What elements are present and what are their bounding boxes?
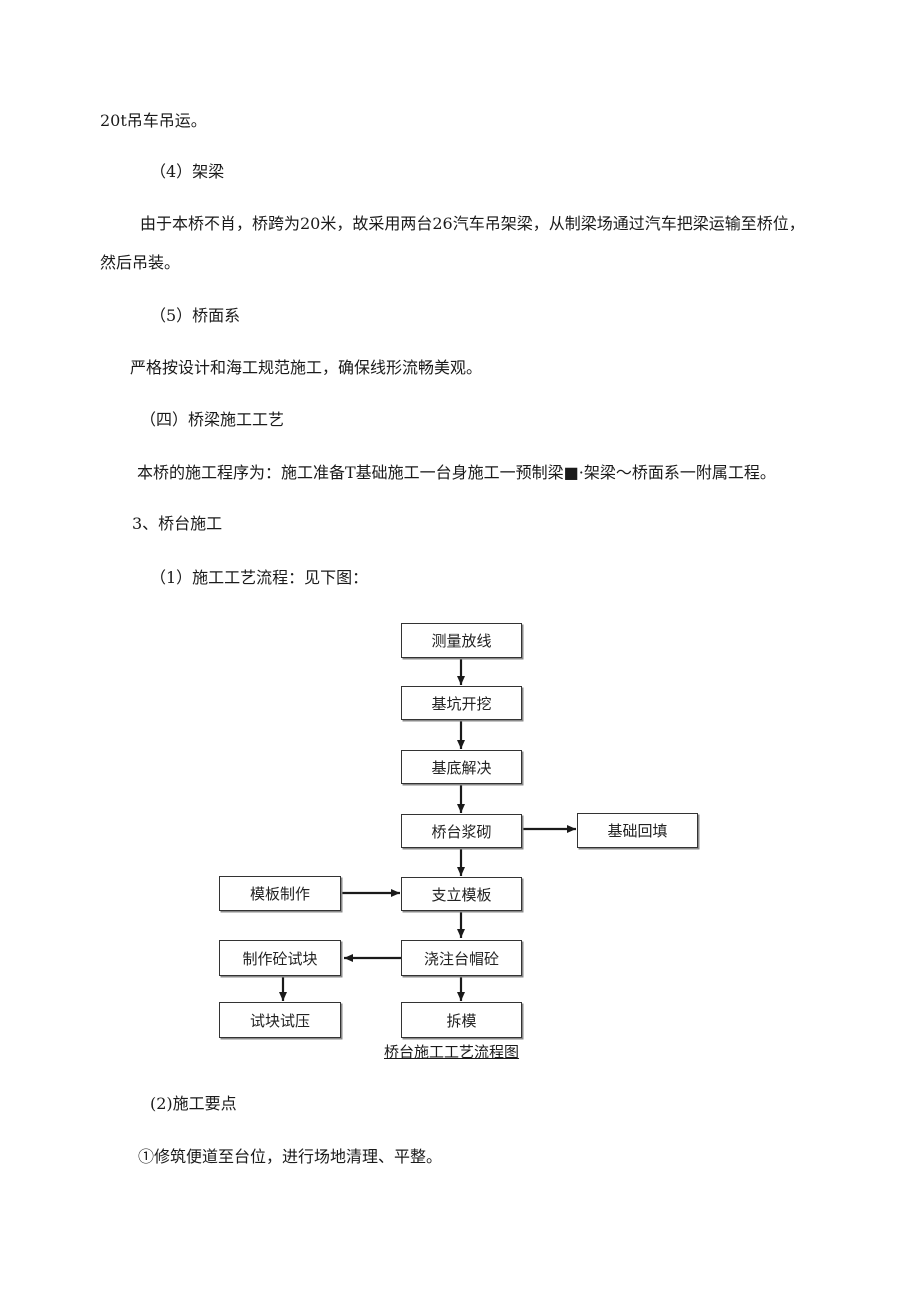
flow-step-specimen-test: 试块试压 (219, 1002, 341, 1038)
heading-flow-process: （1）施工工艺流程：见下图： (150, 568, 369, 587)
heading-bridge-process: （四）桥梁施工工艺 (140, 410, 285, 429)
paragraph-crane: 20t吊车吊运。 (100, 111, 207, 130)
heading-abutment: 3、桥台施工 (132, 514, 223, 533)
heading-deck-system: （5）桥面系 (150, 306, 241, 325)
flowchart-caption: 桥台施工工艺流程图 (384, 1043, 520, 1061)
heading-key-points: (2)施工要点 (150, 1094, 237, 1113)
paragraph-beam-erection-2: 然后吊装。 (100, 253, 181, 272)
flow-step-measure: 测量放线 (401, 623, 522, 658)
paragraph-bridge-process: 本桥的施工程序为：施工准备T基础施工一台身施工一预制梁■·架梁～桥面系一附属工程… (137, 463, 776, 482)
flow-step-base: 基底解决 (401, 750, 522, 784)
paragraph-key-point-1: ①修筑便道至台位，进行场地清理、平整。 (138, 1147, 443, 1166)
flow-step-excavate: 基坑开挖 (401, 686, 522, 720)
flow-step-backfill: 基础回填 (577, 813, 698, 848)
paragraph-beam-erection-1: 由于本桥不肖，桥跨为20米，故采用两台26汽车吊架梁，从制梁场通过汽车把梁运输至… (140, 214, 805, 233)
flow-step-specimen-make: 制作砼试块 (219, 940, 341, 976)
heading-beam-erection: （4）架梁 (150, 162, 225, 181)
flow-step-formwork-erect: 支立模板 (401, 877, 522, 911)
flow-step-masonry: 桥台浆砌 (401, 814, 522, 848)
flow-step-remove: 拆模 (401, 1002, 522, 1038)
flow-step-pour: 浇注台帽砼 (401, 940, 522, 976)
flow-step-formwork-make: 模板制作 (219, 876, 341, 911)
paragraph-deck-system: 严格按设计和海工规范施工，确保线形流畅美观。 (130, 358, 483, 377)
